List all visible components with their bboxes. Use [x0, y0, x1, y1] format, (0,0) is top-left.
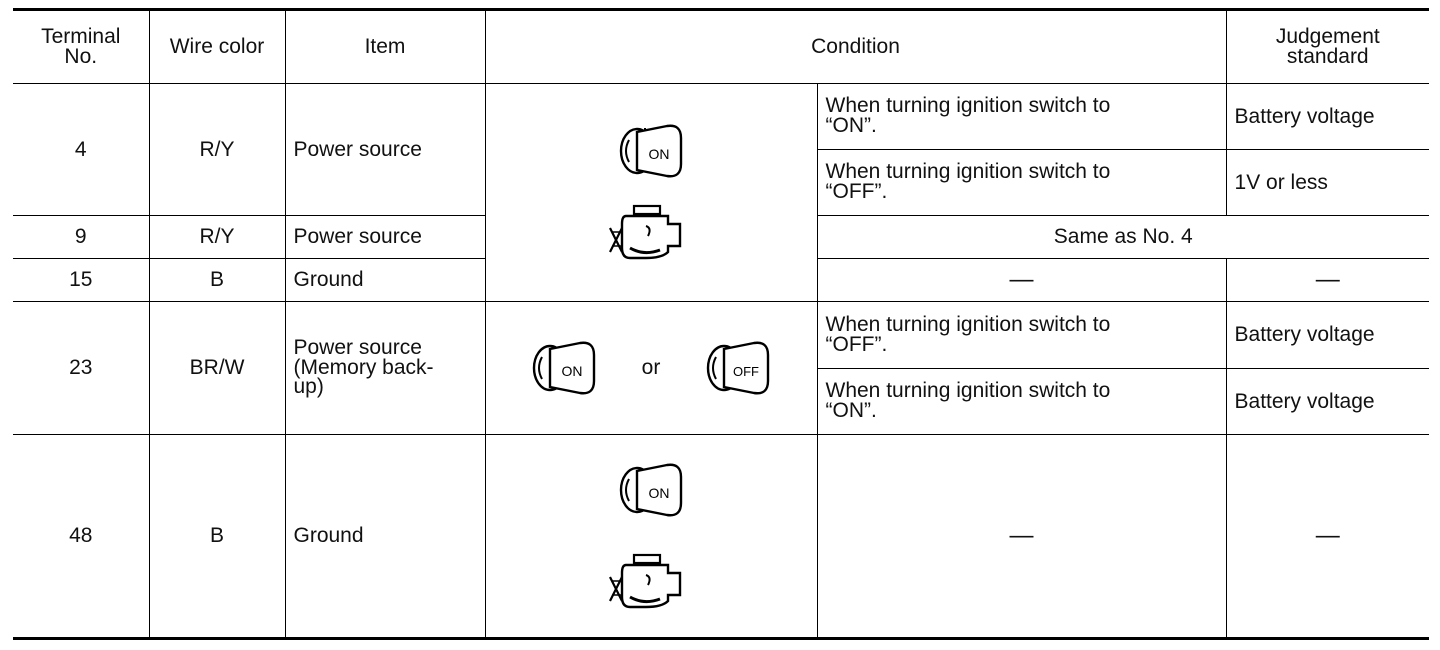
header-row: Terminal No. Wire color Item Condition J… — [13, 11, 1430, 84]
header-terminal-no: Terminal No. — [13, 11, 150, 84]
condition-text: When turning ignition switch to “ON”. — [825, 94, 1111, 137]
table-row: 4 R/Y Power source ON — [13, 82, 1430, 302]
judgement-cell: — — [1225, 433, 1430, 637]
header-terminal-no-text: Terminal No. — [41, 24, 121, 68]
ignition-key-on-icon: ON — [528, 337, 600, 399]
header-judgement-standard: Judgement standard — [1225, 11, 1430, 84]
terminal-cell: 4 — [13, 82, 150, 216]
key-on-label: ON — [561, 363, 582, 379]
item-cell: Ground — [284, 433, 486, 637]
wire-color-cell: BR/W — [148, 300, 286, 435]
table-row: When turning ignition switch to “ON”. Ba… — [13, 367, 1430, 435]
item-text: Power source (Memory back- up) — [293, 335, 434, 399]
item-cell: Power source — [284, 214, 486, 259]
table-row: 48 B Ground ON — [13, 433, 1430, 637]
wire-color-cell: B — [148, 433, 286, 637]
header-item: Item — [284, 11, 486, 84]
ignition-key-on-icon: ON — [615, 120, 687, 182]
item-cell: Ground — [284, 257, 486, 302]
key-off-label: OFF — [733, 364, 759, 379]
or-label: or — [641, 356, 661, 379]
judgement-cell: Battery voltage — [1225, 367, 1430, 435]
judgement-cell: — — [1225, 257, 1430, 302]
condition-cell: — — [816, 433, 1227, 637]
icon-cell: ON — [484, 82, 818, 302]
condition-text: When turning ignition switch to “OFF”. — [825, 160, 1111, 203]
terminal-inspection-table: Terminal No. Wire color Item Condition J… — [13, 8, 1430, 640]
terminal-cell: 9 — [13, 214, 150, 259]
icon-cell: ON — [484, 433, 818, 637]
condition-cell: When turning ignition switch to “ON”. — [816, 82, 1227, 150]
judgement-cell: 1V or less — [1225, 148, 1430, 216]
table-row: 15 B Ground — — — [13, 257, 1430, 302]
condition-text: When turning ignition switch to “ON”. — [825, 379, 1111, 422]
terminal-table: Terminal No. Wire color Item Condition J… — [13, 11, 1430, 637]
condition-cell: When turning ignition switch to “ON”. — [817, 367, 1227, 435]
condition-cell: — — [816, 257, 1227, 302]
key-on-label: ON — [649, 485, 670, 501]
engine-stopped-icon — [606, 202, 696, 264]
condition-text: When turning ignition switch to “OFF”. — [825, 312, 1111, 356]
header-judgement-text: Judgement standard — [1275, 24, 1380, 68]
item-cell: Power source (Memory back- up) — [284, 300, 486, 435]
table-row: 23 BR/W Power source (Memory back- up) O… — [13, 300, 1430, 435]
wire-color-cell: B — [148, 257, 286, 302]
ignition-key-off-icon: OFF — [702, 337, 774, 399]
header-wire-color: Wire color — [148, 11, 286, 84]
wire-color-cell: R/Y — [148, 82, 286, 216]
item-cell: Power source — [284, 82, 486, 216]
key-on-label: ON — [649, 146, 670, 162]
condition-cell: When turning ignition switch to “OFF”. — [817, 148, 1227, 216]
judgement-cell: Battery voltage — [1225, 300, 1430, 369]
ignition-key-on-icon: ON — [615, 459, 687, 521]
icon-cell: ON or OFF — [484, 300, 818, 435]
condition-cell: When turning ignition switch to “OFF”. — [816, 300, 1227, 369]
engine-stopped-icon — [606, 551, 696, 613]
wire-color-cell: R/Y — [148, 214, 286, 259]
terminal-cell: 23 — [13, 300, 150, 435]
header-condition: Condition — [484, 11, 1227, 84]
condition-merged-cell: Same as No. 4 — [816, 214, 1430, 259]
terminal-cell: 15 — [13, 257, 150, 302]
judgement-cell: Battery voltage — [1225, 82, 1430, 150]
terminal-cell: 48 — [13, 433, 150, 637]
table-row: When turning ignition switch to “OFF”. 1… — [13, 148, 1430, 216]
